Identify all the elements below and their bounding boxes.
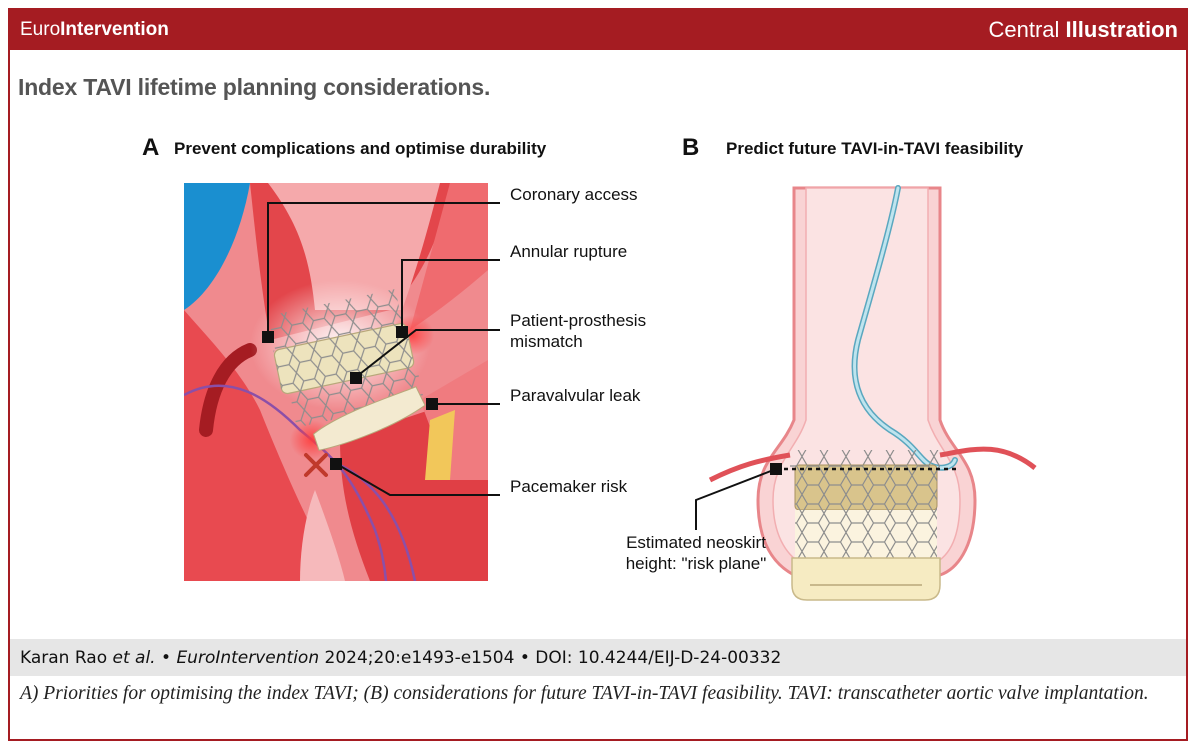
- label-paravalvular-leak: Paravalvular leak: [510, 386, 641, 405]
- panel-a-letter: A: [142, 134, 160, 161]
- label-pacemaker-risk: Pacemaker risk: [510, 477, 628, 496]
- citation-bar: Karan Rao et al. • EuroIntervention 2024…: [10, 639, 1186, 676]
- panel-a-anatomy: [184, 183, 488, 581]
- citation-sep: •: [155, 648, 177, 668]
- journal-brand: EuroIntervention: [20, 19, 169, 41]
- figure-title: Index TAVI lifetime planning considerati…: [18, 74, 491, 100]
- brand-suffix: Intervention: [60, 19, 169, 40]
- panel-b-letter: B: [682, 134, 700, 161]
- figure-artwork: [184, 183, 1037, 601]
- citation-ref: 2024;20:e1493-e1504 • DOI: 10.4244/EIJ-D…: [319, 648, 782, 668]
- label-neoskirt-line2: height: "risk plane": [625, 554, 767, 573]
- label-neoskirt-line1: Estimated neoskirt: [626, 533, 766, 552]
- panel-b-title: Predict future TAVI-in-TAVI feasibility: [726, 139, 1024, 158]
- citation-authors: Karan Rao: [20, 648, 113, 668]
- pulmonary-vessel: [184, 183, 250, 310]
- label-annular-rupture: Annular rupture: [510, 242, 628, 261]
- panel-a-title: Prevent complications and optimise durab…: [174, 139, 547, 158]
- brand-prefix: Euro: [20, 19, 61, 40]
- citation-journal: EuroIntervention: [176, 648, 320, 668]
- label-ppm-line2: mismatch: [510, 332, 583, 351]
- panel-b-valve: [790, 450, 941, 601]
- panel-a-callouts: [267, 202, 500, 496]
- citation-text: Karan Rao et al. • EuroIntervention 2024…: [20, 648, 781, 668]
- risk-plane-callout: [695, 468, 777, 530]
- panel-a-markers: [262, 326, 438, 470]
- central-prefix: Central: [988, 17, 1060, 42]
- label-ppm-line1: Patient-prosthesis: [510, 311, 647, 330]
- citation-etal: et al.: [112, 648, 156, 668]
- central-illustration-label: Central Illustration: [989, 17, 1179, 43]
- header-bar: EuroIntervention Central Illustration: [10, 10, 1186, 50]
- figure-caption: A) Priorities for optimising the index T…: [20, 683, 1149, 704]
- label-coronary-access: Coronary access: [510, 185, 638, 204]
- central-illustration-frame: EuroIntervention Central Illustration In…: [8, 8, 1188, 741]
- panel-a-valve: [268, 288, 426, 451]
- pacemaker-cross-icon: [304, 453, 328, 477]
- central-suffix: Illustration: [1065, 17, 1178, 42]
